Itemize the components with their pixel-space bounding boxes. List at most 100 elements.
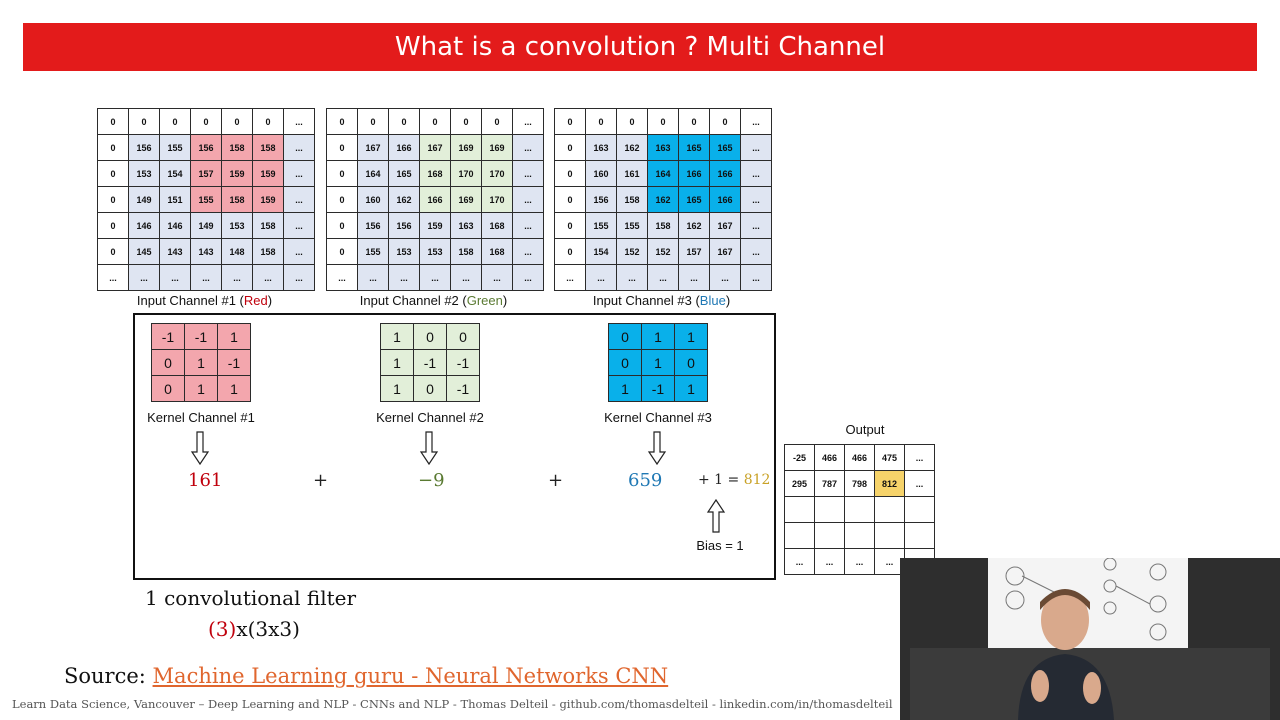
input-cell: ... <box>283 108 315 135</box>
output-cell <box>844 496 875 523</box>
input-cell: 0 <box>326 212 358 239</box>
input-cell: 146 <box>159 212 191 239</box>
kernel-cell: 1 <box>674 375 708 402</box>
filter-caption: 1 convolutional filter <box>145 586 357 610</box>
input-cell: 157 <box>190 160 222 187</box>
input-cell: 0 <box>97 134 129 161</box>
kernel-cell: 1 <box>641 323 675 350</box>
kernel-cell: 1 <box>674 323 708 350</box>
input-cell: 0 <box>481 108 513 135</box>
input-cell: ... <box>740 264 772 291</box>
input-cell: 0 <box>450 108 482 135</box>
input-cell: 164 <box>357 160 389 187</box>
input-cell: ... <box>740 212 772 239</box>
kernel-cell: 1 <box>380 323 414 350</box>
input-cell: 0 <box>97 108 129 135</box>
kernel-cell: 1 <box>184 349 218 376</box>
kernel-cell: -1 <box>413 349 447 376</box>
input-cell: 0 <box>128 108 160 135</box>
bias-up-arrow-icon <box>706 498 726 533</box>
input-cell: 149 <box>128 186 160 213</box>
input-cell: 155 <box>190 186 222 213</box>
input-cell: 159 <box>419 212 451 239</box>
input-cell: 0 <box>357 108 389 135</box>
input-channel-color-word: Green <box>466 293 503 308</box>
kernel-cell: 1 <box>380 349 414 376</box>
kernel-cell: 1 <box>217 375 251 402</box>
output-cell: 466 <box>844 444 875 471</box>
slide-title: What is a convolution ? Multi Channel <box>23 23 1257 71</box>
source-label: Source: <box>64 664 146 688</box>
presenter-video-frame <box>900 558 1280 720</box>
input-cell: 155 <box>159 134 191 161</box>
kernel-cell: -1 <box>151 323 185 350</box>
input-cell: 148 <box>221 238 253 265</box>
plus-sign-2: + <box>548 470 564 491</box>
input-cell: 0 <box>388 108 420 135</box>
kernel-cell: -1 <box>184 323 218 350</box>
input-channel-label-suffix: ) <box>725 293 731 308</box>
input-cell: 166 <box>678 160 710 187</box>
input-channel-label-1: Input Channel #1 (Red) <box>77 293 332 308</box>
input-cell: 158 <box>252 212 284 239</box>
input-cell: ... <box>647 264 679 291</box>
input-channel-label-prefix: Input Channel #2 ( <box>359 293 467 308</box>
convolutional-filter-box <box>133 313 776 580</box>
input-cell: 156 <box>585 186 617 213</box>
input-cell: ... <box>283 264 315 291</box>
input-cell: 156 <box>388 212 420 239</box>
input-cell: ... <box>97 264 129 291</box>
input-cell: 0 <box>554 160 586 187</box>
input-cell: 170 <box>450 160 482 187</box>
down-arrow-icon <box>647 431 667 466</box>
input-cell: 156 <box>190 134 222 161</box>
input-cell: 149 <box>190 212 222 239</box>
input-cell: ... <box>512 160 544 187</box>
kernel-result-2: −9 <box>418 470 445 491</box>
kernel-cell: 1 <box>380 375 414 402</box>
plus-sign-1: + <box>313 470 329 491</box>
output-cell <box>784 522 815 549</box>
input-cell: 158 <box>616 186 648 213</box>
input-cell: ... <box>740 238 772 265</box>
source-link[interactable]: Machine Learning guru - Neural Networks … <box>152 664 669 688</box>
input-cell: ... <box>450 264 482 291</box>
input-cell: 157 <box>678 238 710 265</box>
input-cell: ... <box>481 264 513 291</box>
input-cell: 163 <box>647 134 679 161</box>
input-cell: 165 <box>709 134 741 161</box>
input-cell: 146 <box>128 212 160 239</box>
kernel-cell: 0 <box>608 323 642 350</box>
input-cell: 153 <box>128 160 160 187</box>
input-cell: 154 <box>159 160 191 187</box>
kernel-cell: 0 <box>446 323 480 350</box>
input-cell: 168 <box>419 160 451 187</box>
bias-expression: + 1 = 812 <box>698 472 770 488</box>
input-cell: 0 <box>326 160 358 187</box>
input-cell: 156 <box>128 134 160 161</box>
presenter-webcam <box>900 558 1280 720</box>
input-cell: 167 <box>357 134 389 161</box>
output-cell: 798 <box>844 470 875 497</box>
input-cell: 151 <box>159 186 191 213</box>
input-cell: 0 <box>326 108 358 135</box>
input-cell: 165 <box>388 160 420 187</box>
input-cell: ... <box>221 264 253 291</box>
output-cell: ... <box>814 548 845 575</box>
input-cell: 0 <box>554 238 586 265</box>
input-cell: ... <box>740 160 772 187</box>
input-cell: 143 <box>190 238 222 265</box>
input-channel-label-suffix: ) <box>267 293 273 308</box>
input-cell: 162 <box>647 186 679 213</box>
kernel-cell: -1 <box>217 349 251 376</box>
input-cell: 169 <box>450 186 482 213</box>
output-cell: 466 <box>814 444 845 471</box>
input-cell: ... <box>419 264 451 291</box>
input-cell: ... <box>128 264 160 291</box>
kernel-cell: 0 <box>151 349 185 376</box>
input-cell: 160 <box>357 186 389 213</box>
input-cell: 159 <box>252 160 284 187</box>
